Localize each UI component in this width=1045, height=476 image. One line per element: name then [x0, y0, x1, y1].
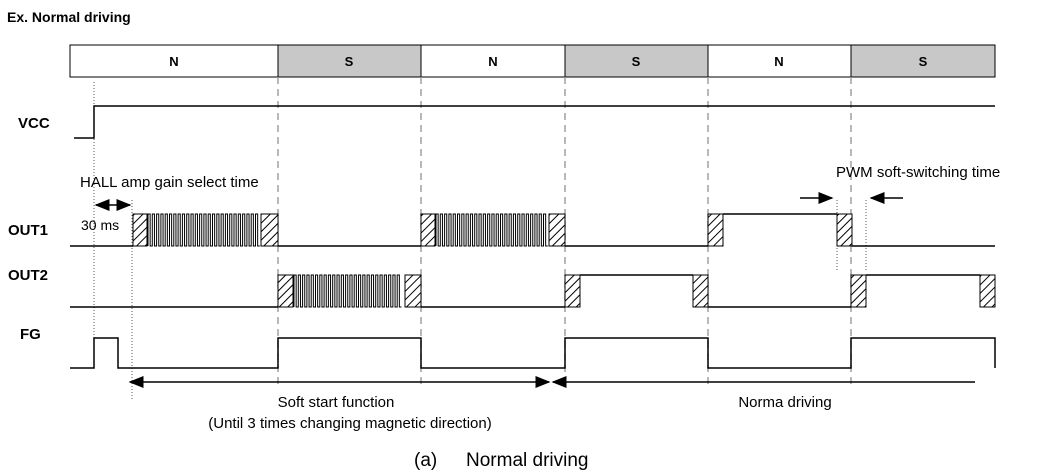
pole-bar: N S N S N S	[69, 44, 996, 78]
soft-start-label: Soft start function	[278, 394, 395, 411]
boundary-guides	[277, 77, 852, 385]
caption-text: Normal driving	[466, 450, 588, 471]
out2-pwm-burst	[277, 274, 422, 308]
soft-start-note: (Until 3 times changing magnetic directi…	[208, 415, 491, 432]
pole-segment	[277, 44, 422, 78]
delay-30ms-label: 30 ms	[81, 217, 119, 233]
out2-pulse	[564, 274, 709, 308]
diagram-heading: Ex. Normal driving	[7, 9, 131, 25]
pole-segment	[707, 44, 852, 78]
out1-pwm-burst	[132, 213, 279, 247]
signal-label-out1: OUT1	[8, 222, 48, 239]
vcc-waveform	[74, 105, 995, 139]
normal-driving-label: Norma driving	[738, 394, 831, 411]
pole-label: N	[774, 54, 783, 69]
pole-segment	[420, 44, 566, 78]
signal-label-vcc: VCC	[18, 115, 50, 132]
out1-pulse	[707, 213, 853, 247]
caption-label: (a)	[414, 450, 437, 471]
signal-label-out2: OUT2	[8, 267, 48, 284]
signal-label-fg: FG	[20, 326, 41, 343]
timing-guides	[93, 82, 867, 400]
pwm-soft-switching-label: PWM soft-switching time	[836, 164, 1000, 181]
pole-segment	[69, 44, 279, 78]
pole-label: N	[488, 54, 497, 69]
pole-label: S	[345, 54, 354, 69]
pole-label: S	[919, 54, 928, 69]
pole-label: N	[169, 54, 178, 69]
pole-segment	[850, 44, 996, 78]
out2-pulse	[850, 274, 996, 308]
fg-waveform	[70, 337, 996, 369]
pole-label: S	[632, 54, 641, 69]
hall-gain-label: HALL amp gain select time	[80, 174, 259, 191]
out1-pwm-burst	[420, 213, 566, 247]
